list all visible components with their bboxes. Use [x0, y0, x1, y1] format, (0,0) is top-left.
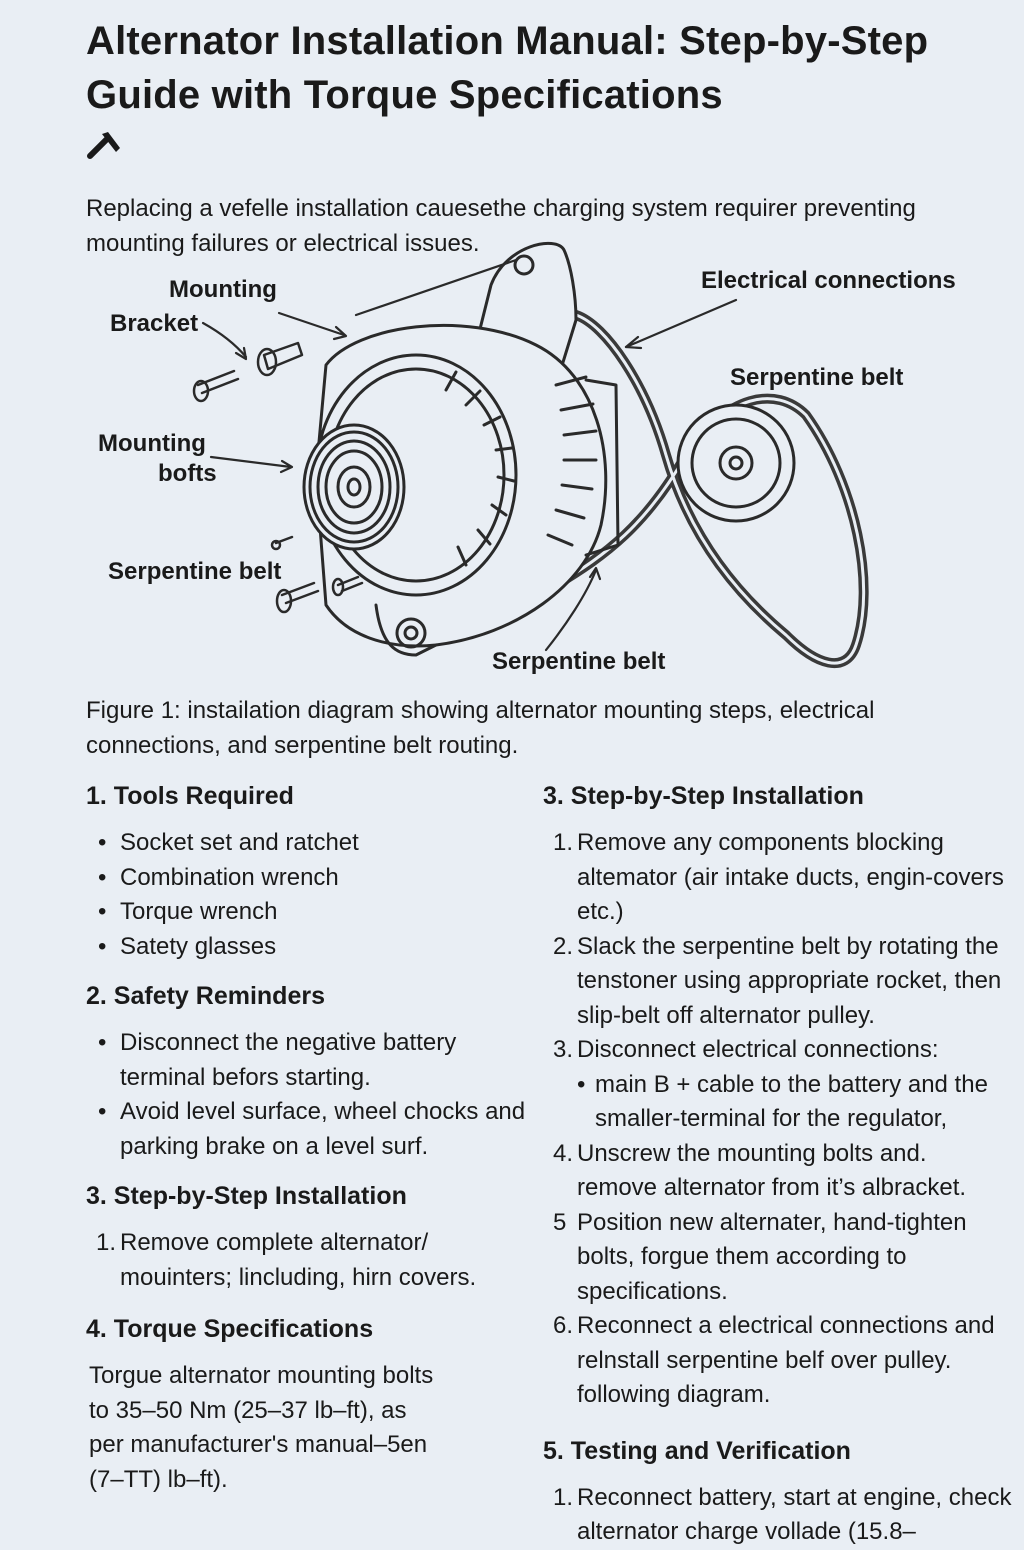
item-text: Unscrew the mounting bolts and. remove a…	[577, 1139, 967, 1202]
label-mounting-bracket-1: Mounting	[169, 276, 277, 303]
torque-line: (7–TT) lb–ft).	[89, 1465, 228, 1493]
item-number: 4.	[553, 1139, 574, 1167]
torque-line: per manufacturer's manual–5en	[89, 1431, 428, 1458]
intro-paragraph: Replacing a vefelle installation caueset…	[86, 195, 916, 257]
item-text: Remove complete alternator/ mouinters; l…	[120, 1229, 477, 1291]
torque-line: to 35–50 Nm (25–37 lb–ft), as	[89, 1396, 407, 1424]
sub-list-item: main B + cable to the battery and the sm…	[577, 1068, 1013, 1137]
label-electrical-connections: Electrical connections	[701, 267, 956, 294]
list-item: 4. Unscrew the mounting bolts and. remov…	[543, 1137, 1013, 1206]
page-title: Alternator Installation Manual: Step-by-…	[86, 19, 929, 117]
item-number: 5	[553, 1208, 567, 1236]
install-heading-left: 3. Step-by-Step Installation	[86, 1182, 407, 1210]
testing-section: 5. Testing and Verification 1. Reconnect…	[543, 1433, 1013, 1550]
item-text: Position new alternater, hand-tighten bo…	[577, 1208, 967, 1305]
item-number: 6.	[553, 1312, 574, 1339]
list-item: 2. Slack the serpentine belt by rotating…	[543, 930, 1013, 1034]
right-column: 3. Step-by-Step Installation 1. Remove a…	[543, 778, 1013, 1550]
figure-caption: Figure 1: instailation diagram showing a…	[86, 697, 875, 759]
sub-list: main B + cable to the battery and the sm…	[577, 1068, 1013, 1137]
list-item: Socket set and ratchet	[86, 826, 526, 861]
leader-arrows	[201, 258, 738, 652]
torque-heading: 4. Torque Specifications	[86, 1315, 374, 1343]
wrench-icon	[87, 132, 120, 159]
item-number: 3.	[553, 1036, 574, 1063]
install-list-left: 1. Remove complete alternator/ mouinters…	[86, 1226, 526, 1295]
torque-section: 4. Torque Specifications Torgue alternat…	[86, 1311, 526, 1497]
list-item: Combination wrench	[86, 861, 526, 896]
list-item: 5 Position new alternater, hand-tighten …	[543, 1206, 1013, 1310]
testing-heading: 5. Testing and Verification	[543, 1436, 851, 1465]
label-serpentine-belt-left: Serpentine belt	[108, 558, 281, 585]
tools-section: 1. Tools Required Socket set and ratchet…	[86, 778, 526, 964]
item-text: Reconnect a electrical connections and r…	[577, 1312, 995, 1408]
label-serpentine-belt-bottom: Serpentine belt	[492, 648, 665, 675]
list-item: Disconnect the negative battery terminal…	[86, 1026, 526, 1095]
installation-diagram: Mounting Bracket Electrical connections …	[98, 241, 956, 675]
list-item: Avoid level surface, wheel chocks and pa…	[86, 1095, 526, 1164]
tools-list: Socket set and ratchet Combination wrenc…	[86, 826, 526, 964]
tools-heading: 1. Tools Required	[86, 782, 294, 810]
label-serpentine-belt-right: Serpentine belt	[730, 364, 903, 391]
list-item: 1. Reconnect battery, start at engine, c…	[543, 1481, 1013, 1550]
list-item: 3. Disconnect electrical connections: ma…	[543, 1033, 1013, 1137]
item-number: 1.	[553, 1483, 574, 1511]
label-mounting-bolts-2: bofts	[158, 460, 217, 487]
list-item: 1. Remove complete alternator/ mouinters…	[86, 1226, 526, 1295]
list-item: Torque wrench	[86, 895, 526, 930]
label-mounting-bolts-1: Mounting	[98, 430, 206, 457]
safety-section: 2. Safety Reminders Disconnect the negat…	[86, 978, 526, 1164]
testing-list: 1. Reconnect battery, start at engine, c…	[543, 1481, 1013, 1550]
left-column: 1. Tools Required Socket set and ratchet…	[86, 778, 526, 1497]
alternator-pulley-drawing	[302, 423, 406, 551]
item-text: Slack the serpentine belt by rotating th…	[577, 932, 1002, 1029]
list-item: 6. Reconnect a electrical connections an…	[543, 1309, 1013, 1413]
install-section-left: 3. Step-by-Step Installation 1. Remove c…	[86, 1178, 526, 1295]
item-number: 1.	[96, 1229, 117, 1256]
install-section-right: 3. Step-by-Step Installation 1. Remove a…	[543, 778, 1013, 1413]
label-mounting-bracket-2: Bracket	[110, 310, 198, 337]
safety-list: Disconnect the negative battery terminal…	[86, 1026, 526, 1164]
alternator-body-drawing	[314, 323, 620, 657]
item-number: 1.	[553, 829, 574, 856]
install-list-right: 1. Remove any components blocking altema…	[543, 826, 1013, 1413]
item-number: 2.	[553, 932, 574, 960]
torque-line: Torgue alternator mounting bolts	[89, 1362, 434, 1389]
install-heading-right: 3. Step-by-Step Installation	[543, 782, 864, 810]
list-item: 1. Remove any components blocking altema…	[543, 826, 1013, 930]
item-text: Disconnect electrical connections:	[577, 1036, 939, 1063]
idler-pulley-drawing	[676, 403, 796, 523]
item-text: Remove any components blocking altemator…	[577, 829, 1004, 925]
list-item: Satety glasses	[86, 930, 526, 965]
safety-heading: 2. Safety Reminders	[86, 982, 325, 1010]
bolt-drawings	[192, 341, 364, 614]
